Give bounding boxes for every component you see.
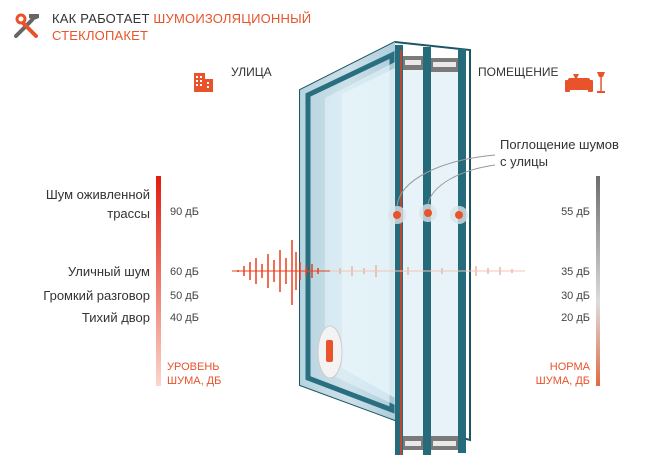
building-icon xyxy=(191,70,215,94)
absorption-label: Поглощение шумов с улицы xyxy=(500,136,619,170)
sofa-lamp-icon xyxy=(565,68,607,96)
title-part2: ШУМОИЗОЛЯЦИОННЫЙ xyxy=(153,11,312,26)
absorption-label-line1: Поглощение шумов xyxy=(500,137,619,152)
left-level-value-2: 50 дБ xyxy=(170,290,199,302)
street-label: УЛИЦА xyxy=(231,65,272,79)
left-level-label-0: Шум оживленной трассы xyxy=(45,187,150,221)
left-scale-caption: УРОВЕНЬ ШУМА, ДБ xyxy=(167,361,222,387)
page-title: КАК РАБОТАЕТ ШУМОИЗОЛЯЦИОННЫЙ СТЕКЛОПАКЕ… xyxy=(52,10,311,44)
right-scale-caption: НОРМА ШУМА, ДБ xyxy=(535,361,590,387)
left-level-value-0: 90 дБ xyxy=(170,206,199,218)
absorption-label-line2: с улицы xyxy=(500,154,548,169)
absorption-points xyxy=(388,204,468,224)
left-level-label-3: Тихий двор xyxy=(81,310,150,325)
pane-edge-3 xyxy=(458,49,466,453)
room-label: ПОМЕЩЕНИЕ xyxy=(478,65,559,79)
pane-edge-2 xyxy=(423,47,431,455)
right-level-value-3: 20 дБ xyxy=(561,312,590,324)
left-scale-bar xyxy=(156,176,161,386)
logo-icon xyxy=(12,8,46,42)
right-level-value-2: 30 дБ xyxy=(561,290,590,302)
left-level-value-3: 40 дБ xyxy=(170,312,199,324)
right-scale-bar xyxy=(596,176,600,386)
left-level-label-2: Громкий разговор xyxy=(43,288,150,303)
right-level-value-1: 35 дБ xyxy=(561,266,590,278)
left-level-value-1: 60 дБ xyxy=(170,266,199,278)
right-level-value-0: 55 дБ xyxy=(561,206,590,218)
pane-edge-1 xyxy=(395,45,403,455)
title-line2: СТЕКЛОПАКЕТ xyxy=(52,28,149,43)
left-level-label-1: Уличный шум xyxy=(67,264,150,279)
title-part1: КАК РАБОТАЕТ xyxy=(52,11,150,26)
